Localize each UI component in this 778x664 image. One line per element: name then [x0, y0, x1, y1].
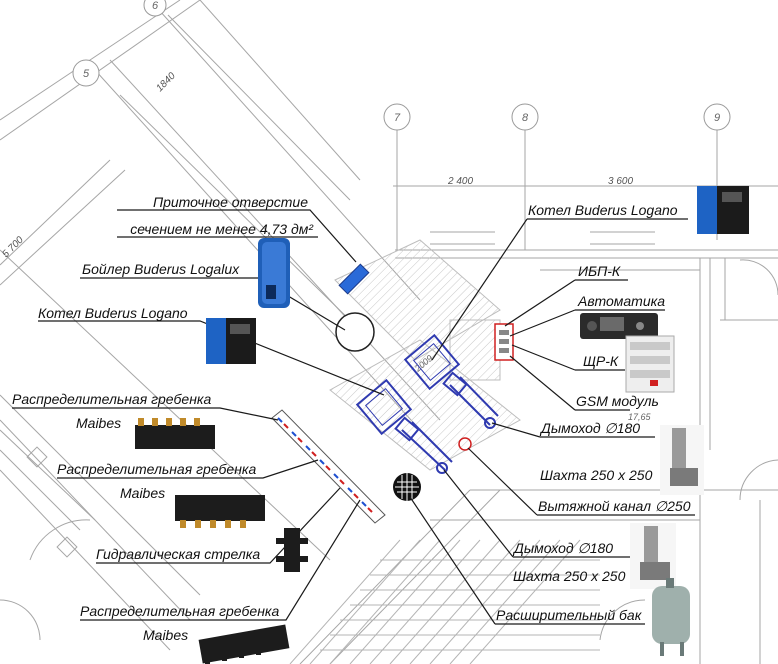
logano-boiler-image-left	[206, 318, 256, 364]
expansion-tank-image	[652, 578, 690, 656]
dimension-texts: 1840 5 700 2 400 3 600 17,65 2009	[0, 70, 651, 422]
axis-6: 6	[152, 0, 159, 12]
hatched-areas	[329, 239, 521, 471]
label-flue-1-line1: Дымоход ∅180	[539, 420, 640, 436]
label-automation: Автоматика	[577, 293, 665, 309]
label-flue-1-line2: Шахта 250 х 250	[540, 467, 653, 483]
flue-image-1	[660, 425, 704, 495]
hydro-arrow-image	[276, 528, 308, 572]
dim-1840: 1840	[154, 70, 178, 94]
axis-7: 7	[394, 112, 401, 124]
label-manifold-2-line2: Maibes	[120, 485, 165, 501]
label-boiler-logano-right: Котел Buderus Logano	[528, 202, 678, 218]
label-manifold-3-line2: Maibes	[143, 627, 188, 643]
panel-image	[625, 335, 675, 393]
label-flue-2-line2: Шахта 250 х 250	[513, 568, 626, 584]
supply-opening-marker	[338, 263, 370, 295]
label-manifold-3-line1: Распределительная гребенка	[80, 603, 280, 619]
label-supply-opening-line1: Приточное отверстие	[153, 194, 308, 210]
label-gsm: GSM модуль	[576, 393, 659, 409]
dim-5700: 5 700	[0, 234, 26, 260]
label-flue-2-line1: Дымоход ∅180	[512, 540, 613, 556]
manifold-image-1	[135, 418, 215, 449]
labels: Приточное отверстие сечением не менее 4,…	[12, 194, 691, 643]
label-manifold-1-line1: Распределительная гребенка	[12, 391, 212, 407]
axis-5: 5	[83, 68, 90, 80]
plan-equipment	[355, 333, 499, 474]
label-ups: ИБП-К	[578, 263, 621, 279]
logalux-boiler-image	[258, 238, 290, 308]
automation-unit-image	[580, 313, 658, 339]
label-boiler-logalux: Бойлер Buderus Logalux	[82, 261, 240, 277]
exhaust-channel-marker	[458, 437, 472, 451]
axis-9: 9	[714, 112, 720, 124]
manifold-pipe-run	[271, 409, 386, 524]
manifold-image-2	[175, 495, 265, 528]
axis-8: 8	[522, 112, 529, 124]
storage-tank-plan	[335, 312, 375, 352]
manifold-image-3	[198, 624, 290, 664]
label-manifold-2-line1: Распределительная гребенка	[57, 461, 257, 477]
leader-lines	[12, 209, 695, 625]
dim-1765: 17,65	[628, 412, 652, 422]
label-exhaust: Вытяжной канал ∅250	[538, 498, 691, 514]
electrical-panel-plan	[494, 323, 514, 361]
label-hydro-arrow: Гидравлическая стрелка	[96, 546, 260, 562]
label-panel: ЩР-К	[583, 353, 619, 369]
dim-2400: 2 400	[447, 176, 473, 187]
label-expansion-tank: Расширительный бак	[496, 607, 643, 623]
label-supply-opening-line2: сечением не менее 4,73 дм²	[130, 221, 314, 237]
label-manifold-1-line2: Maibes	[76, 415, 121, 431]
dim-3600: 3 600	[608, 176, 633, 187]
logano-boiler-image-right	[697, 186, 749, 234]
axis-markers: 5 6 7 8 9	[72, 0, 731, 131]
label-boiler-logano-left: Котел Buderus Logano	[38, 305, 188, 321]
expansion-tank-plan	[393, 473, 421, 501]
